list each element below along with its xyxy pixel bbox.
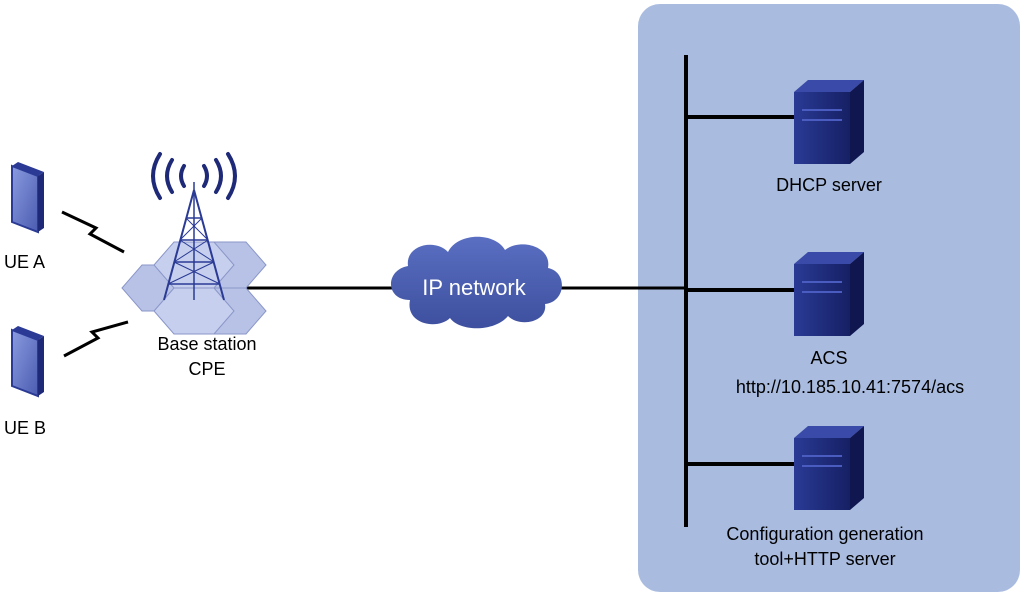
ue-a-label: UE A [4,252,45,272]
acs-url-label: http://10.185.10.41:7574/acs [736,377,964,397]
ue-a-wireless-link [61,210,125,254]
ip-network-cloud-icon: IP network [390,236,562,329]
ue-b-label: UE B [4,418,46,438]
cpe-label: CPE [188,359,225,379]
base-station-icon [121,152,267,335]
ue-a-device-icon [11,162,44,234]
dhcp-server-icon [794,80,864,164]
ue-b-wireless-link [63,320,129,358]
acs-label: ACS [810,348,847,368]
dhcp-server-label: DHCP server [776,175,882,195]
ip-network-label: IP network [422,275,527,300]
config-server-label-line1: Configuration generation [726,524,923,544]
config-server-label-line2: tool+HTTP server [754,549,895,569]
config-server-icon [794,426,864,510]
ue-b-device-icon [11,326,44,398]
base-station-label: Base station [157,334,256,354]
acs-server-icon [794,252,864,336]
signal-waves-icon [151,152,237,200]
